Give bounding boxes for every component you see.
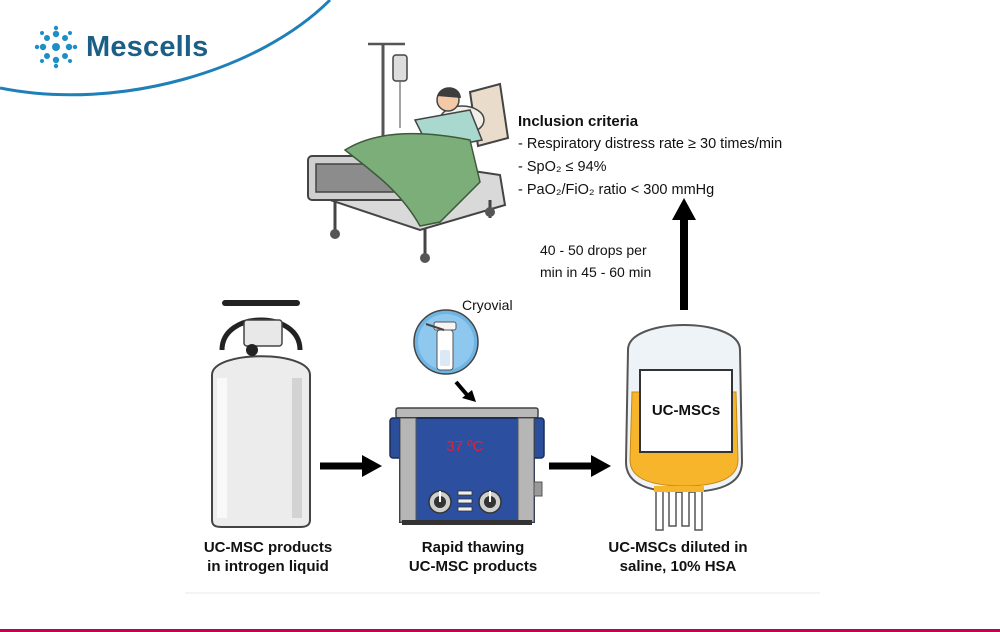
caption-line: UC-MSC products [408, 558, 538, 575]
control-buttons-icon [457, 490, 473, 512]
up-arrow-icon [672, 198, 696, 310]
cryovial-illustration [413, 309, 479, 375]
right-arrow-icon [549, 455, 611, 477]
infusion-rate-line: 40 - 50 drops per [540, 242, 647, 258]
caption-line: saline, 10% HSA [619, 558, 737, 575]
caption-line: UC-MSC products [203, 539, 333, 556]
caption-line: UC-MSCs diluted in [608, 539, 748, 556]
brand-name: Mescells [86, 31, 209, 63]
caption-line: in introgen liquid [207, 558, 329, 575]
water-bath-illustration [389, 407, 545, 525]
right-arrow-icon [320, 455, 382, 477]
inclusion-criteria: Inclusion criteria - Respiratory distres… [518, 110, 782, 202]
criteria-item: - PaO₂/FiO₂ ratio < 300 mmHg [518, 182, 715, 198]
criteria-item: - SpO₂ ≤ 94% [518, 159, 607, 175]
infusion-rate-line: min in 45 - 60 min [540, 264, 652, 280]
infusion-bag-illustration [624, 323, 744, 531]
cryovial-label: Cryovial [462, 297, 513, 313]
temperature-knob-icon [428, 490, 452, 514]
dotted-circle-logo-icon [34, 25, 78, 69]
caption-line: Rapid thawing [421, 539, 525, 556]
patient-bed-illustration [307, 42, 510, 263]
footer-rule [0, 629, 1000, 632]
temperature-readout: 37 ºC [446, 438, 484, 455]
bag-label: UC-MSCs [651, 402, 721, 419]
criteria-item: - Respiratory distress rate ≥ 30 times/m… [518, 136, 783, 152]
timer-knob-icon [478, 490, 502, 514]
step-caption-storage: UC-MSC products in introgen liquid [168, 538, 368, 576]
down-arrow-icon [454, 380, 476, 402]
criteria-title: Inclusion criteria [518, 113, 639, 130]
step-caption-thawing: Rapid thawing UC-MSC products [373, 538, 573, 576]
nitrogen-dewar-illustration [211, 300, 311, 528]
infusion-rate-note: 40 - 50 drops per min in 45 - 60 min [540, 239, 651, 283]
header-swoosh [0, 0, 332, 97]
step-caption-dilution: UC-MSCs diluted in saline, 10% HSA [578, 538, 778, 576]
